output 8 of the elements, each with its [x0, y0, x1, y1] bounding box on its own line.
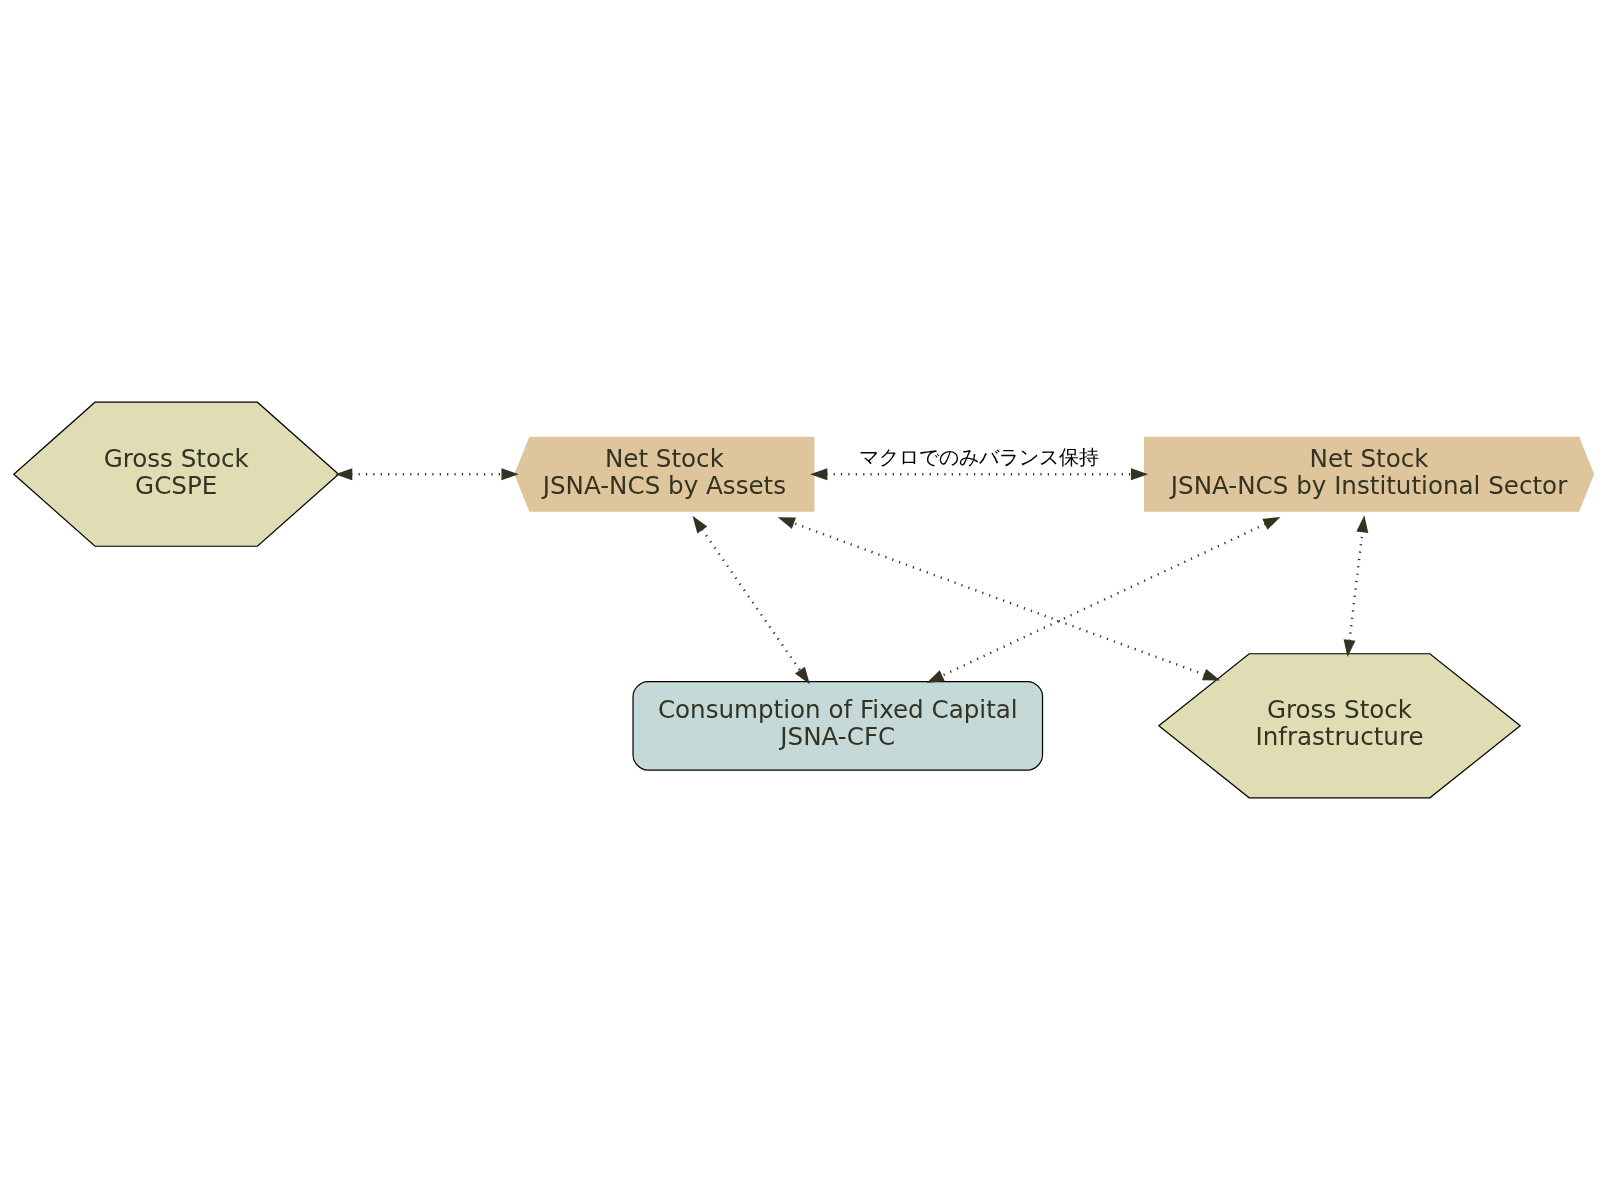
arrow — [926, 516, 1281, 683]
edge-label: マクロでのみバランス保持 — [859, 446, 1100, 470]
node-box: Consumption of Fixed Capital JSNA-CFC — [632, 680, 1044, 771]
arrow — [335, 468, 519, 481]
arrow — [810, 468, 1149, 481]
arrow — [777, 517, 1221, 681]
arrow — [692, 515, 810, 685]
arrow — [1343, 515, 1369, 658]
